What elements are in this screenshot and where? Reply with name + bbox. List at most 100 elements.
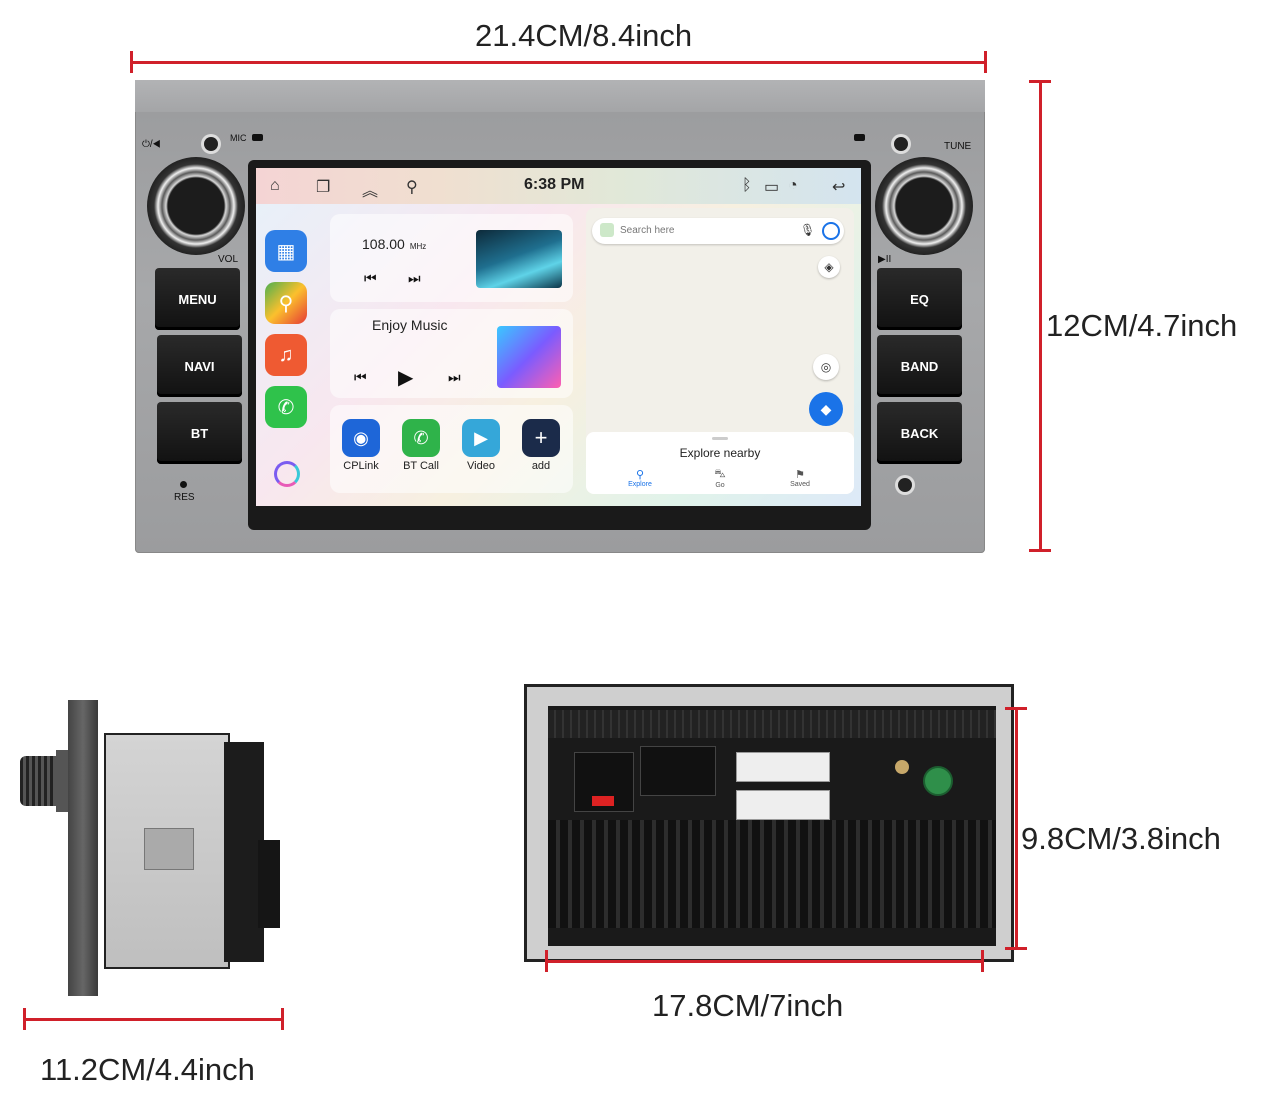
front-height-label: 12CM/4.7inch	[1046, 308, 1238, 343]
power-mute-label: ⏻/◀	[142, 139, 161, 150]
music-app-icon[interactable]: ♫	[265, 334, 307, 376]
side-view-knob-shaft	[56, 750, 70, 812]
back-arrow-icon[interactable]: ↩	[832, 179, 846, 196]
side-depth-label: 11.2CM/4.4inch	[40, 1052, 255, 1087]
screw-hole	[204, 137, 218, 151]
phone-app-icon[interactable]: ✆	[265, 386, 307, 428]
front-width-label: 21.4CM/8.4inch	[475, 18, 693, 53]
recent-apps-icon[interactable]: ❐	[316, 179, 331, 196]
dimension-tick	[23, 1008, 26, 1030]
front-panel-top	[135, 80, 985, 112]
cplink-icon[interactable]: ◉	[342, 419, 380, 457]
side-view-rear-housing	[224, 742, 264, 962]
rear-width-line	[546, 960, 984, 963]
chevron-up-icon[interactable]: ︽	[362, 183, 379, 200]
dimension-tick	[130, 51, 133, 73]
volume-knob[interactable]	[147, 157, 245, 255]
phone-icon[interactable]: ✆	[402, 419, 440, 457]
mic-label: MIC	[230, 133, 247, 143]
radio-frequency-value: 108.00	[362, 236, 405, 252]
tune-knob[interactable]	[875, 157, 973, 255]
dock-label: add	[531, 460, 551, 472]
explore-panel[interactable]: Explore nearby ⚲Explore ⛍Go ⚑Saved	[586, 432, 854, 494]
map-search-bar[interactable]: Search here 🎙	[592, 218, 844, 244]
location-pin-icon: ⚲	[635, 469, 645, 481]
next-icon[interactable]: ⏭	[408, 270, 421, 286]
tab-explore[interactable]: ⚲Explore	[610, 468, 670, 488]
music-title: Enjoy Music	[372, 317, 448, 333]
dock-card: ◉ CPLink ✆ BT Call ▶ Video + add	[330, 405, 573, 493]
clapper-icon[interactable]: ▶	[462, 419, 500, 457]
music-artwork	[497, 326, 561, 388]
play-pause-label: ▶II	[878, 254, 892, 265]
car-icon: ⛍	[714, 468, 726, 480]
maps-app-icon[interactable]: ⚲	[265, 282, 307, 324]
explore-title: Explore nearby	[679, 446, 761, 460]
my-location-icon[interactable]: ◎	[813, 354, 839, 380]
menu-button[interactable]: MENU	[155, 268, 240, 330]
screw-hole	[898, 478, 912, 492]
dimension-tick	[984, 51, 987, 73]
front-height-line	[1039, 81, 1042, 552]
front-width-line	[131, 61, 987, 64]
play-icon[interactable]: ▶	[398, 367, 414, 389]
tab-label: Explore	[628, 481, 652, 488]
tab-go[interactable]: ⛍Go	[690, 468, 750, 489]
head-unit-screen: ⌂ ❐ ︽ ⚲ 6:38 PM ᛒ ▭ ◔ ↩ ▦ ⚲ ♫ ✆ 108.00 MH…	[256, 168, 861, 506]
dimension-tick	[981, 950, 984, 972]
bluetooth-icon: ᛒ	[742, 177, 752, 194]
microphone-icon[interactable]: 🎙	[800, 223, 816, 237]
dimension-tick	[545, 950, 548, 972]
back-button[interactable]: BACK	[877, 402, 962, 464]
dimension-tick	[1005, 707, 1027, 710]
side-view-bracket	[144, 828, 194, 870]
vol-label: VOL	[218, 254, 239, 265]
status-bar: ⌂ ❐ ︽ ⚲ 6:38 PM ᛒ ▭ ◔ ↩	[256, 168, 861, 204]
rear-harness-connector	[736, 752, 830, 782]
layers-icon[interactable]: ◈	[818, 256, 840, 278]
map-search-input[interactable]: Search here	[620, 225, 675, 236]
directions-icon[interactable]: ◆	[809, 392, 843, 426]
music-card[interactable]: Enjoy Music ⏮ ▶ ⏭	[330, 309, 573, 398]
rear-view-heatsink	[548, 820, 996, 928]
dock-label: Video	[467, 460, 495, 472]
radio-card[interactable]: 108.00 MHz ⏮ ⏭	[330, 214, 573, 302]
sensor-hole	[854, 134, 865, 141]
rear-fuse	[592, 796, 614, 806]
res-label: RES	[174, 492, 195, 503]
mic-hole	[252, 134, 263, 141]
side-view-connector-block	[258, 840, 280, 928]
dimension-tick	[1029, 549, 1051, 552]
account-icon[interactable]	[822, 222, 840, 240]
tab-label: Saved	[790, 481, 810, 488]
screw-hole	[894, 137, 908, 151]
maps-logo-icon	[600, 223, 614, 237]
dimension-tick	[281, 1008, 284, 1030]
apps-grid-icon[interactable]: ▦	[265, 230, 307, 272]
eq-button[interactable]: EQ	[877, 268, 962, 330]
radio-frequency-unit: MHz	[409, 242, 427, 251]
tab-saved[interactable]: ⚑Saved	[770, 468, 830, 488]
assistant-icon[interactable]	[274, 461, 300, 487]
navi-button[interactable]: NAVI	[157, 335, 242, 397]
rear-module-slot	[640, 746, 716, 796]
radio-antenna-jack	[895, 760, 909, 774]
map-widget[interactable]: Search here 🎙 ◈ ◎ ◆ Explore nearby ⚲Expl…	[586, 208, 854, 494]
radio-artwork	[476, 230, 562, 288]
bookmark-icon: ⚑	[795, 469, 805, 481]
home-icon[interactable]: ⌂	[270, 177, 280, 194]
radio-frequency: 108.00 MHz	[362, 236, 426, 252]
plus-icon[interactable]: +	[522, 419, 560, 457]
status-clock: 6:38 PM	[524, 176, 585, 193]
rear-width-label: 17.8CM/7inch	[652, 988, 844, 1023]
reset-hole[interactable]	[180, 481, 187, 488]
side-view-front-plate	[68, 700, 98, 996]
next-icon[interactable]: ⏭	[448, 369, 461, 385]
usb-icon: ⚲	[406, 179, 418, 196]
bt-button[interactable]: BT	[157, 402, 242, 464]
dock-label: BT Call	[403, 460, 439, 472]
drag-handle[interactable]	[712, 437, 728, 440]
previous-icon[interactable]: ⏮	[364, 270, 377, 286]
previous-icon[interactable]: ⏮	[354, 369, 367, 385]
band-button[interactable]: BAND	[877, 335, 962, 397]
